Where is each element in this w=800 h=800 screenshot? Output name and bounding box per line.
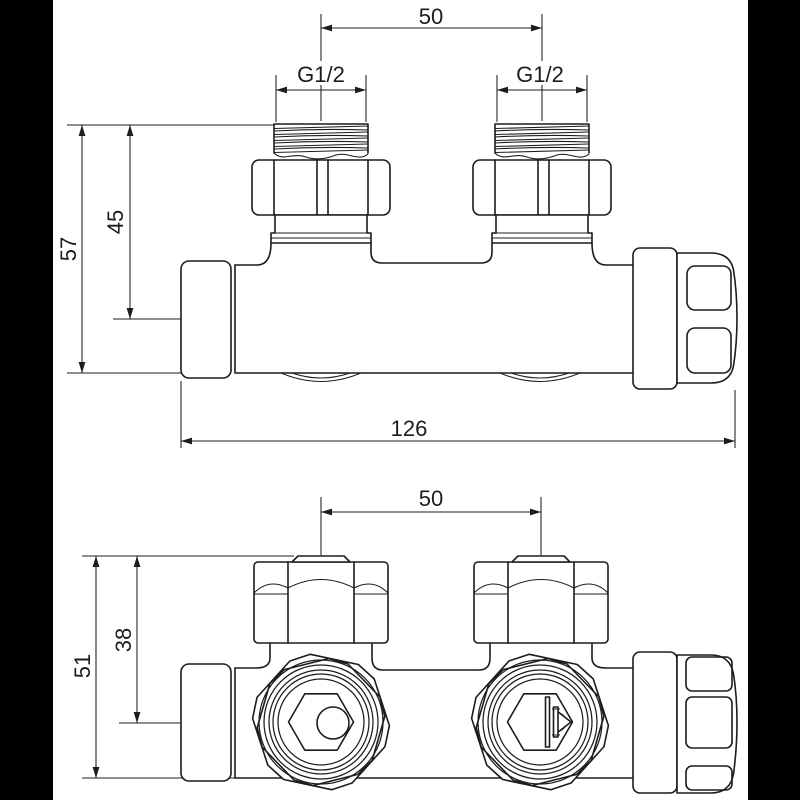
bottom-valve-left-stem (316, 706, 350, 740)
bottom-dim-51: 51 (70, 556, 100, 778)
end-nut-front (632, 247, 738, 390)
bottom-valve-left-union (251, 653, 391, 791)
left-black-bar (0, 0, 53, 800)
bottom-valve-left-nut (253, 555, 389, 644)
bottom-dim-38: 38 (111, 556, 141, 723)
front-dim-g12-right: G1/2 (496, 61, 588, 122)
side-port-block-bottom (180, 663, 232, 782)
front-dim-126: 126 (180, 381, 736, 448)
front-valve-right (472, 123, 612, 244)
front-dim-g12-right-label: G1/2 (516, 62, 564, 87)
front-reference-lines (67, 124, 274, 374)
bottom-valve-right-spindle (544, 696, 572, 748)
front-dim-126-label: 126 (391, 416, 428, 441)
bottom-view: 50 51 38 (70, 486, 738, 794)
front-view: 50 G1/2 G1/2 57 (56, 4, 738, 448)
front-dim-g12-left-label: G1/2 (297, 62, 345, 87)
front-valve-left (251, 123, 391, 244)
front-dim-g12-left: G1/2 (275, 61, 367, 122)
manifold-body-front (234, 242, 634, 383)
front-dim-50: 50 (320, 4, 543, 121)
front-dim-45-label: 45 (103, 210, 128, 234)
bottom-dim-51-label: 51 (70, 654, 95, 678)
front-dim-50-label: 50 (419, 4, 443, 29)
bottom-valve-right-union (470, 653, 610, 791)
right-black-bar (748, 0, 800, 800)
front-dim-57-label: 57 (56, 237, 81, 261)
bottom-dim-38-label: 38 (111, 628, 136, 652)
bottom-dim-50: 50 (320, 486, 542, 555)
end-nut-bottom (632, 651, 738, 794)
front-dim-45: 45 (103, 125, 134, 319)
front-dim-57: 57 (56, 125, 86, 373)
bottom-dim-50-label: 50 (419, 486, 443, 511)
side-port-block-front (180, 260, 232, 379)
bottom-valve-right-nut (473, 555, 609, 644)
